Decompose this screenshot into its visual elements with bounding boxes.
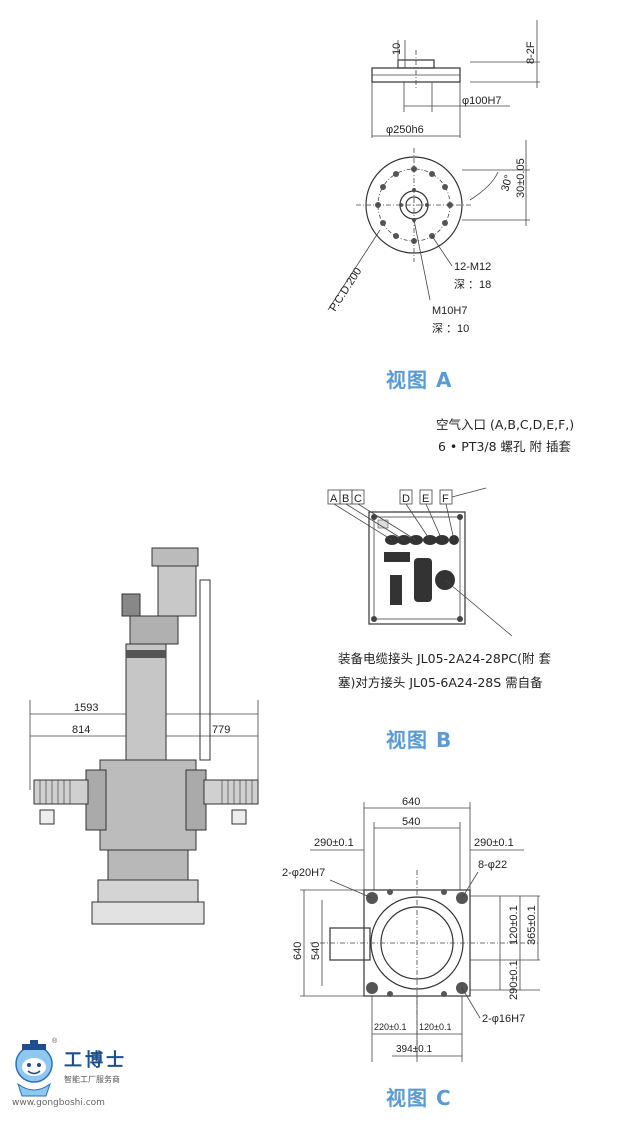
dim-640-top: 640 (402, 796, 420, 808)
dim-814: 814 (72, 724, 90, 736)
dim-8-2f: 8-2F (525, 41, 537, 64)
dim-394: 394±0.1 (396, 1044, 433, 1055)
mascot-icon (15, 1040, 53, 1097)
dim-365-right: 365±0.1 (526, 905, 538, 945)
dim-phi250h6: φ250h6 (386, 124, 424, 136)
dim-120-b2: 120±0.1 (419, 1022, 451, 1032)
dim-220-b1: 220±0.1 (374, 1022, 406, 1032)
dim-540-left: 540 (310, 942, 322, 960)
view-c-drawing: 640 540 290±0.1 290±0.1 640 540 120±0.1 (282, 796, 540, 1062)
air-inlet-note-line2: 6 • PT3/8 螺孔 附 插套 (438, 439, 571, 454)
air-inlet-c: C (354, 493, 362, 505)
dim-1593: 1593 (74, 702, 98, 714)
dim-779: 779 (212, 724, 230, 736)
dim-120-right: 120±0.1 (508, 905, 520, 945)
dim-2-phi16h7: 2-φ16H7 (482, 1013, 525, 1025)
view-a-drawing: 10 8-2F φ100H7 φ250h6 3 (327, 20, 540, 335)
dim-m10-depth: 深 ：10 (432, 322, 469, 335)
air-inlet-labels: A B C D E F (327, 489, 453, 505)
logo-tagline: 智能工厂服务商 (64, 1075, 120, 1084)
gongboshi-logo[interactable]: ® 工博士 智能工厂服务商 www.gongboshi.com (8, 1038, 148, 1114)
logo-name: 工博士 (64, 1050, 127, 1071)
view-a-caption: 视图 A (386, 368, 453, 392)
cable-note-line2: 塞)对方接头 JL05-6A24-28S 需自备 (338, 675, 543, 690)
dim-12-m12: 12-M12 (454, 261, 491, 273)
dim-phi100h7: φ100H7 (462, 95, 502, 107)
air-inlet-a: A (330, 493, 338, 505)
air-inlet-f: F (442, 493, 449, 505)
air-inlet-e: E (422, 493, 429, 505)
air-inlet-b: B (342, 493, 349, 505)
robot-side-view: 1593 814 779 (29, 547, 259, 925)
dim-540-top: 540 (402, 816, 420, 828)
dim-m10h7: M10H7 (432, 305, 467, 317)
dim-290-right: 290±0.1 (474, 837, 514, 849)
dim-290-left: 290±0.1 (314, 837, 354, 849)
dim-10: 10 (391, 43, 403, 55)
dim-30deg: 30° (499, 174, 515, 193)
dim-m12-depth: 深 ：18 (454, 278, 491, 291)
view-c-caption: 视图 C (386, 1086, 452, 1110)
dim-30-tol: 30±0.05 (515, 158, 527, 198)
cable-note-line1: 装备电缆接头 JL05-2A24-28PC(附 套 (338, 651, 551, 666)
logo-url[interactable]: www.gongboshi.com (12, 1098, 105, 1108)
view-b-caption: 视图 B (386, 728, 453, 752)
dim-pcd200: P.C.D.200 (327, 266, 364, 314)
dim-290-right-v: 290±0.1 (508, 960, 520, 1000)
view-b-drawing: A B C D E F (327, 487, 513, 637)
dim-640-left: 640 (292, 942, 304, 960)
air-inlet-d: D (402, 493, 410, 505)
registered-mark: ® (52, 1038, 58, 1045)
dim-2-phi20h7: 2-φ20H7 (282, 867, 325, 879)
dim-8-phi22: 8-φ22 (478, 859, 507, 871)
air-inlet-note-line1: 空气入口 (A,B,C,D,E,F,) (436, 417, 575, 432)
